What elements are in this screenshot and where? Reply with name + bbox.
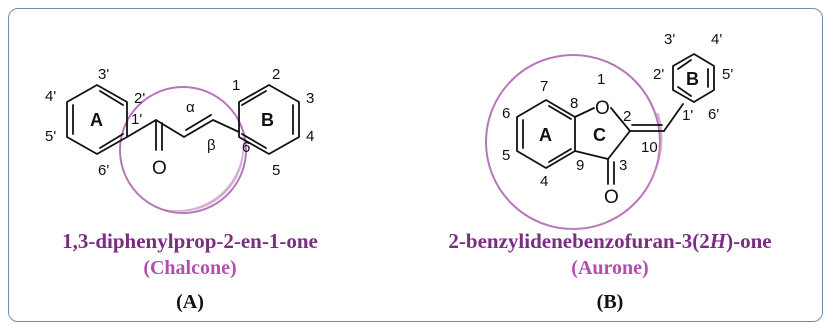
chalcone-ring-a — [66, 84, 128, 155]
aurone-ring-c-bond — [574, 107, 595, 118]
aurone-name-prefix: 2-benzylidenebenzofuran-3(2 — [448, 229, 710, 253]
aurone-ring-b-label: B — [686, 69, 699, 89]
chalcone-highlight-circle — [119, 86, 247, 214]
aurone-atom-3prime: 3' — [664, 31, 675, 48]
atom-4: 4 — [306, 128, 314, 145]
atom-6: 6 — [242, 139, 250, 156]
aurone-atom-1: 1 — [597, 71, 605, 88]
aurone-ring-b-double-bond — [677, 86, 692, 97]
aurone-ring-b — [672, 53, 715, 103]
ring-b-double-bond — [241, 90, 267, 106]
ring-a-double-bond — [99, 133, 124, 149]
aurone-atom-2: 2 — [623, 108, 631, 125]
aurone-atom-5: 5 — [502, 147, 510, 164]
aurone-name-italic: H — [709, 229, 727, 253]
chalcone-chain-bonds — [126, 119, 240, 138]
ring-a-double-bond — [99, 90, 124, 106]
aurone-atom-3: 3 — [619, 157, 627, 174]
aurone-atom-4: 4 — [540, 173, 548, 190]
aurone-ring-c-label: C — [593, 125, 606, 145]
chalcone-iupac-name: 1,3-diphenylprop-2-en-1-one — [62, 229, 318, 253]
aurone-ring-oxygen: O — [595, 98, 610, 119]
aurone-carbonyl-oxygen: O — [604, 187, 619, 208]
aurone-ring-a-double-bond — [548, 148, 572, 163]
aurone-ring-a-label: A — [539, 125, 552, 145]
atom-5: 5 — [272, 162, 280, 179]
atom-3prime: 3' — [98, 66, 109, 83]
chalcone-common-name: (Chalcone) — [143, 257, 237, 279]
aurone-highlight-circle — [485, 54, 661, 230]
aurone-atom-8: 8 — [570, 95, 578, 112]
atom-5prime: 5' — [45, 128, 56, 145]
aurone-atom-10: 10 — [641, 139, 658, 156]
aurone-atom-2prime: 2' — [653, 66, 664, 83]
chalcone-ring-b-label: B — [261, 110, 274, 130]
aurone-ring-a-double-bond — [548, 105, 572, 120]
chalcone-carbonyl-oxygen: O — [152, 158, 167, 179]
aurone-common-name: (Aurone) — [571, 257, 649, 279]
atom-1prime: 1' — [131, 111, 142, 128]
chalcone-ring-b — [238, 84, 300, 155]
aurone-ring-c-bond — [574, 107, 631, 160]
atom-4prime: 4' — [45, 88, 56, 105]
aurone-structure: A C B 7 8 1 O 2 6 5 4 9 3 O 10 1' 2' 3' … — [485, 31, 733, 230]
atom-beta: β — [207, 137, 216, 154]
chalcone-structure: A B 3' 2' 4' 5' 6' 1' α β O 1 2 3 4 5 6 — [45, 66, 314, 214]
aurone-atom-9: 9 — [576, 157, 584, 174]
panel-b-label: (B) — [596, 291, 624, 313]
aurone-atom-4prime: 4' — [711, 31, 722, 48]
chalcone-highlight-shade — [160, 118, 244, 212]
chalcone-ring-a-label: A — [90, 110, 103, 130]
aurone-atom-5prime: 5' — [722, 66, 733, 83]
atom-6prime: 6' — [98, 162, 109, 179]
atom-alpha: α — [186, 99, 195, 116]
aurone-atom-7: 7 — [540, 78, 548, 95]
atom-2: 2 — [272, 66, 280, 83]
panel-a-label: (A) — [176, 291, 204, 313]
aurone-benzylidene-bond — [663, 103, 684, 132]
alpha-beta-double-bond — [185, 114, 212, 131]
aurone-name-suffix: )-one — [726, 229, 772, 253]
aurone-iupac-name: 2-benzylidenebenzofuran-3(2H)-one — [405, 229, 815, 254]
atom-2prime: 2' — [134, 90, 145, 107]
aurone-atom-6prime: 6' — [708, 106, 719, 123]
aurone-atom-1prime: 1' — [682, 107, 693, 124]
figure-border — [8, 8, 823, 322]
atom-3: 3 — [306, 90, 314, 107]
aurone-ring-b-double-bond — [677, 59, 692, 70]
ring-b-double-bond — [241, 133, 267, 149]
aurone-atom-6: 6 — [502, 105, 510, 122]
atom-1: 1 — [232, 77, 240, 94]
